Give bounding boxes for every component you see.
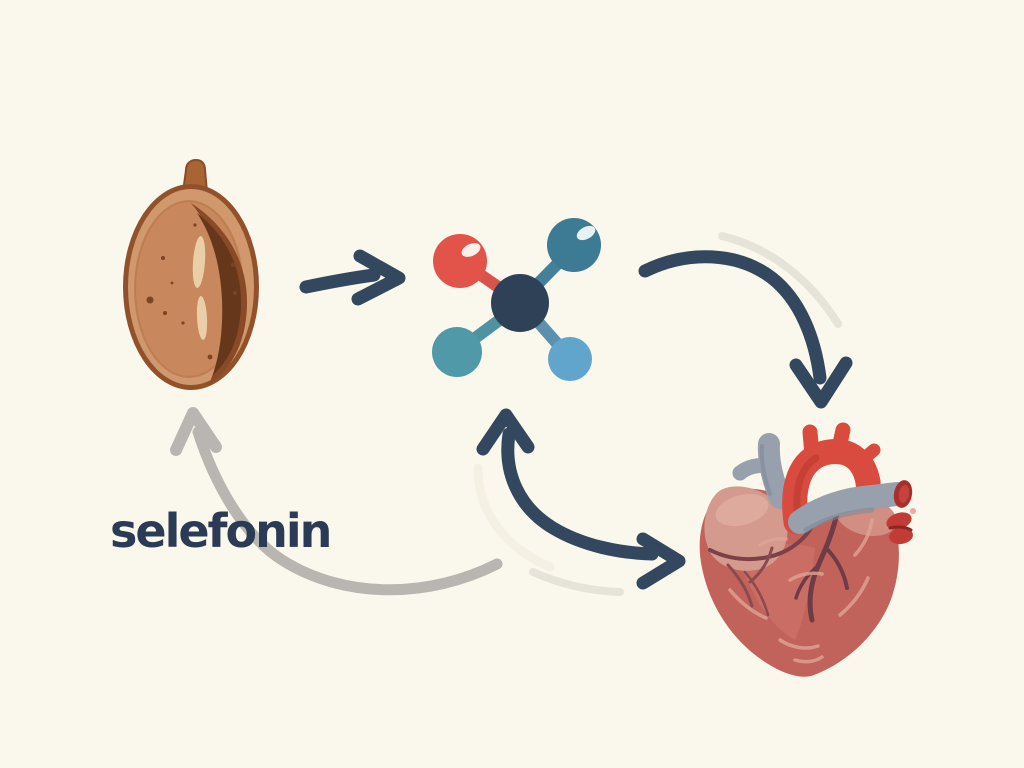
gray-return-arrowhead: [170, 407, 222, 456]
molecule-to-heart-arrow: [638, 250, 853, 409]
atom-red-highlight: [461, 243, 481, 257]
heart-highlight: [778, 638, 820, 650]
heart-aorta-stub-2: [830, 422, 851, 460]
seed-to-molecule-arrowhead: [351, 249, 406, 306]
seed-freckle: [163, 311, 167, 315]
molecule-icon: [432, 218, 601, 381]
heart-vein-center: [748, 546, 774, 584]
seed-freckle: [207, 354, 213, 360]
atom-center: [491, 274, 549, 332]
heart-vena-cava-branch: [732, 457, 778, 481]
seed-freckle: [231, 263, 235, 267]
atom-red: [433, 234, 487, 288]
seed-to-molecule-shaft: [299, 268, 381, 294]
seed-highlight-streak-top: [192, 236, 206, 288]
heart-pink-dot: [910, 508, 916, 514]
atom-teal: [432, 327, 482, 377]
seed-freckle: [181, 321, 185, 325]
molecule-to-heart-arrowhead: [789, 356, 853, 409]
molecule-to-heart-shaft: [638, 250, 827, 385]
molecule-heart-double-arrow: [476, 408, 686, 590]
gray-return-arrow-shaft: [192, 426, 503, 596]
heart-vein-left-1: [726, 563, 754, 608]
heart-pulmonary-cut-core: [898, 485, 910, 503]
seed-freckle: [161, 256, 165, 260]
seed-crescent-inner: [197, 213, 241, 375]
heart-atrium-highlight: [715, 493, 769, 527]
echo-arc-middle: [473, 463, 555, 572]
seed-icon: [123, 158, 259, 390]
seed-to-molecule-arrow: [299, 249, 406, 306]
heart-highlight: [758, 537, 788, 547]
double-arrow-up-head: [476, 408, 535, 456]
seed-freckle: [233, 291, 237, 295]
heart-coronary-branch-2: [794, 564, 820, 600]
seed-highlight-streak-bottom: [196, 296, 208, 340]
atom-teal-dark: [547, 218, 601, 272]
echo-arc-top-right: [718, 232, 842, 328]
atom-teal-dark-highlight: [576, 225, 596, 241]
selefonin-label: selefonin: [110, 504, 332, 558]
heart-highlight: [788, 571, 824, 582]
seed-freckle: [146, 296, 154, 304]
double-arrow-shaft: [501, 427, 659, 561]
heart-highlight: [838, 576, 870, 617]
double-arrow-right-head: [636, 532, 686, 590]
heart-highlights: [728, 518, 874, 664]
heart-vein-left-2: [743, 570, 770, 617]
seed-freckles: [146, 223, 237, 360]
heart-aorta-stub-3: [853, 443, 881, 469]
echo-arc-bottom: [529, 568, 624, 596]
heart-appendage-lobe-1: [886, 512, 912, 530]
heart-coronary-branch-1: [824, 546, 849, 590]
heart-appendage-groove: [888, 525, 913, 532]
gray-return-arrow: [170, 407, 503, 596]
heart-appendage-lobe-2: [889, 527, 913, 545]
heart-vena-cava-shadow: [759, 444, 772, 496]
seed-freckle: [170, 281, 174, 285]
heart-highlight: [728, 588, 768, 620]
heart-pulmonary-shadow: [803, 507, 875, 533]
heart-vena-cava: [732, 433, 791, 509]
seed-stem: [181, 158, 209, 193]
heart-highlight: [793, 655, 824, 664]
heart-aorta-stub-1: [802, 424, 820, 463]
heart-pulmonary-artery: [788, 482, 909, 534]
heart-icon: [699, 422, 916, 677]
atom-blue: [548, 337, 592, 381]
heart-highlight: [853, 518, 874, 557]
seed-freckle: [193, 223, 197, 227]
echo-arcs: [473, 232, 842, 596]
